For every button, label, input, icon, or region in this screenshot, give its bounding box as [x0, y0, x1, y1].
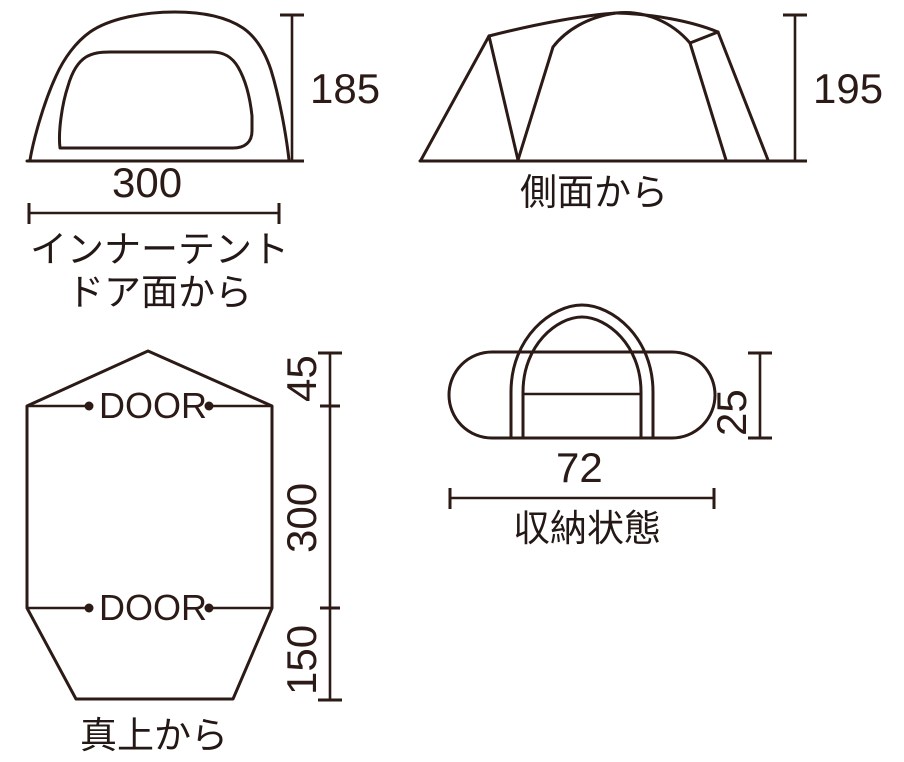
packed-height-value: 25 [708, 389, 755, 436]
top-segment-150-value: 150 [278, 625, 325, 695]
top-lower-door-label: DOOR [99, 587, 207, 628]
front-caption-line2: ドア面から [67, 271, 252, 314]
front-inner-tent-outline [58, 50, 254, 150]
top-upper-door-label: DOOR [99, 385, 207, 426]
front-view-group: 185 300 インナーテント ドア面から [25, 10, 380, 314]
side-right-shoulder [688, 30, 720, 45]
top-view-group: DOOR DOOR 45 300 150 真上から [25, 349, 342, 757]
front-width-value: 300 [112, 159, 182, 206]
side-right-outer-wall [716, 30, 770, 162]
front-outer-fly-outline [28, 10, 291, 162]
packed-bag-body [447, 350, 717, 440]
side-caption: 側面から [520, 171, 668, 214]
top-caption: 真上から [80, 714, 228, 757]
side-view-group: 195 側面から [418, 11, 883, 214]
packed-caption: 収納状態 [513, 507, 661, 550]
front-caption-line1: インナーテント [30, 228, 289, 271]
side-left-vestibule-fold [487, 34, 520, 162]
packed-width-value: 72 [556, 444, 603, 491]
packed-handle-inner-arc [521, 315, 643, 440]
front-height-value: 185 [310, 65, 380, 112]
side-right-inner-wall [688, 41, 728, 162]
packed-view-group: 25 72 収納状態 [447, 303, 772, 550]
side-top-ridge-line [614, 11, 720, 34]
side-left-vestibule-slope [419, 34, 491, 162]
top-segment-45-value: 45 [278, 355, 325, 402]
side-left-inner-wall [516, 45, 555, 162]
packed-handle-outer-arc [509, 303, 655, 440]
top-upper-door-marker-left [84, 401, 94, 411]
top-footprint-outline [25, 349, 274, 701]
top-lower-door-marker-right [204, 603, 214, 613]
top-segment-300-value: 300 [278, 483, 325, 553]
top-upper-door-marker-right [204, 401, 214, 411]
side-height-value: 195 [813, 65, 883, 112]
top-lower-door-marker-left [84, 603, 94, 613]
